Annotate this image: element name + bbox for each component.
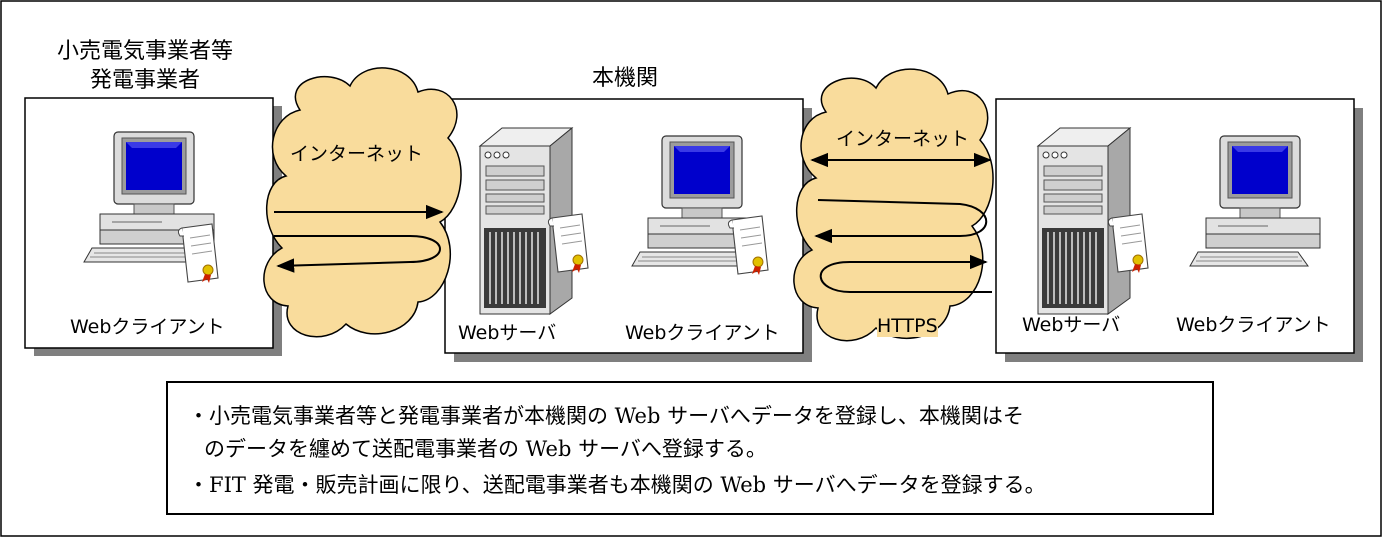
cloud-right-protocol: HTTPS	[877, 315, 938, 337]
right-client-label: Webクライアント	[1176, 314, 1331, 336]
retail-client-label: Webクライアント	[70, 316, 225, 338]
center-client-label: Webクライアント	[625, 322, 780, 344]
arrow-loop-back	[814, 199, 988, 244]
cloud-left-label: インターネット	[290, 139, 424, 166]
note-box: ・小売電気事業者等と発電事業者が本機関の Web サーバへデータを登録し、本機関…	[166, 381, 1214, 515]
arrow-loop-forward	[819, 254, 992, 293]
retail-title-line2: 発電事業者	[89, 68, 200, 93]
retail-title-line1: 小売電気事業者等	[56, 39, 233, 64]
note-line-1: ・小売電気事業者等と発電事業者が本機関の Web サーバへデータを登録し、本機関…	[188, 404, 1024, 428]
note-line-3: ・FIT 発電・販売計画に限り、送配電事業者も本機関の Web サーバへデータを…	[188, 473, 1046, 497]
arrow-center-to-retail	[274, 235, 441, 273]
center-server-label: Webサーバ	[458, 322, 557, 344]
note-line-2: のデータを纏めて送配電事業者の Web サーバへ登録する。	[204, 437, 767, 461]
center-title: 本機関	[591, 66, 658, 91]
cloud-left	[263, 67, 462, 338]
right-server-label: Webサーバ	[1022, 314, 1121, 336]
cloud-right-label: インターネット	[836, 124, 970, 151]
